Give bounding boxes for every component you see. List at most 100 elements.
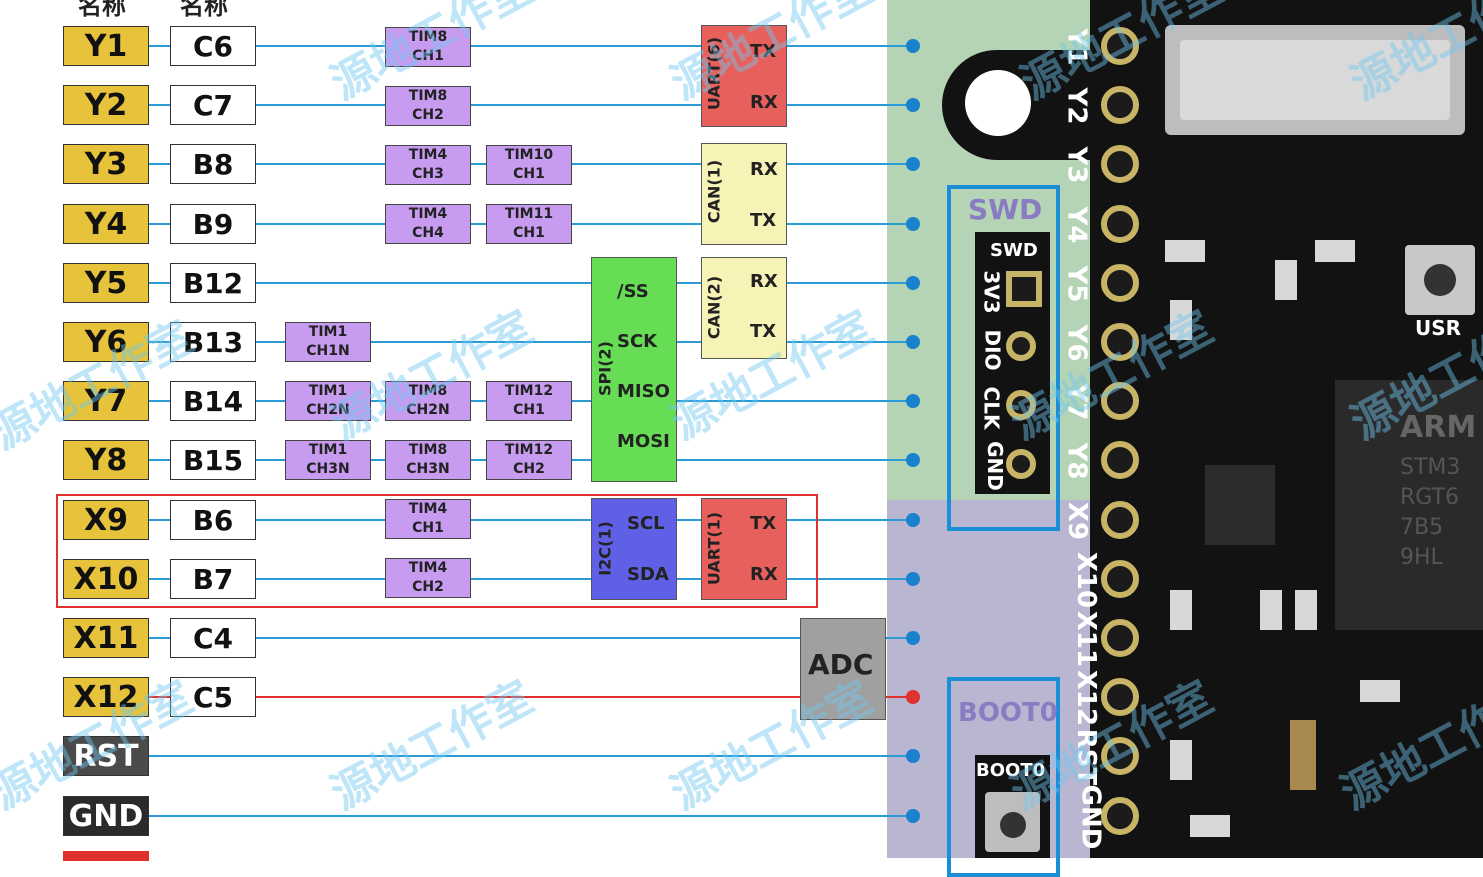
smd-component xyxy=(1165,240,1205,262)
board-pin-name: X11 xyxy=(63,618,149,658)
connection-dot xyxy=(906,453,920,467)
i2c1-sda: SDA xyxy=(627,564,669,585)
swd-pin-gnd: GND xyxy=(982,441,1007,491)
board-pin-label: Y5 xyxy=(1061,265,1092,303)
connection-line xyxy=(149,104,913,106)
can1-label: CAN(1) xyxy=(704,159,724,224)
mcu-chip xyxy=(1335,380,1483,630)
watermark: 源地工作室 xyxy=(323,671,542,821)
header-pad xyxy=(1101,619,1139,657)
chip-text-1: ARM xyxy=(1400,410,1477,445)
mcu-pin-name: C4 xyxy=(170,618,256,658)
mcu-pin-name: C6 xyxy=(170,26,256,66)
connection-dot xyxy=(906,749,920,763)
mcu-pin-name: B9 xyxy=(170,204,256,244)
smd-component xyxy=(1170,590,1192,630)
swd-pad-4 xyxy=(1006,449,1036,479)
mcu-pin-name: B8 xyxy=(170,144,256,184)
swd-box xyxy=(947,185,1060,531)
board-pin-name: GND xyxy=(63,796,149,836)
spi2-ss: /SS xyxy=(617,281,649,302)
spi2-miso: MISO xyxy=(617,381,670,402)
chip-text-5: 9HL xyxy=(1400,545,1443,570)
board-pin-name: Y7 xyxy=(63,381,149,421)
smd-component xyxy=(1170,740,1192,780)
connection-dot xyxy=(906,98,920,112)
header-pad xyxy=(1101,737,1139,775)
board-pin-name: Y4 xyxy=(63,204,149,244)
board-pin-label: Y3 xyxy=(1061,146,1092,184)
spi2-block xyxy=(591,257,677,482)
header-pad xyxy=(1101,441,1139,479)
i2c1-block xyxy=(591,498,677,600)
header-pad xyxy=(1101,678,1139,716)
adc-label: ADC xyxy=(808,648,874,681)
vin-label-partial xyxy=(63,851,149,861)
mcu-pin-name: B12 xyxy=(170,263,256,303)
connection-line xyxy=(149,341,913,343)
i2c1-scl: SCL xyxy=(627,513,665,534)
connection-line xyxy=(149,578,913,580)
swd-pin-dio: DIO xyxy=(980,329,1005,371)
connection-dot xyxy=(906,631,920,645)
smd-component xyxy=(1290,720,1316,790)
swd-pin-3v3: 3V3 xyxy=(979,270,1004,314)
swd-pad-1 xyxy=(1006,271,1042,307)
connection-dot xyxy=(906,690,920,704)
smd-component xyxy=(1190,815,1230,837)
chip-text-4: 7B5 xyxy=(1400,515,1444,540)
mcu-pin-name: B15 xyxy=(170,440,256,480)
smd-component xyxy=(1260,590,1282,630)
connection-dot xyxy=(906,572,920,586)
header-pad xyxy=(1101,27,1139,65)
can2-block xyxy=(701,257,787,359)
board-pin-label: Y8 xyxy=(1061,442,1092,480)
connection-line xyxy=(149,696,913,698)
can2-label: CAN(2) xyxy=(704,275,724,340)
header-pad xyxy=(1101,560,1139,598)
swd-silk: SWD xyxy=(990,240,1038,261)
header-pad xyxy=(1101,86,1139,124)
boot0-button-knob xyxy=(1000,812,1026,838)
spi2-label: SPI(2) xyxy=(595,341,615,396)
mcu-pin-name: B7 xyxy=(170,559,256,599)
header-pad xyxy=(1101,382,1139,420)
highlight-x9-x10 xyxy=(56,494,818,608)
board-pin-name: X9 xyxy=(63,500,149,540)
uart1-rx: RX xyxy=(750,564,778,585)
uart6-tx: TX xyxy=(750,41,777,62)
smd-component xyxy=(1360,680,1400,702)
uart1-block xyxy=(701,498,787,600)
connection-dot xyxy=(906,276,920,290)
board-pin-label: X10 xyxy=(1071,551,1102,609)
swd-pad-2 xyxy=(1006,331,1036,361)
small-chip xyxy=(1205,465,1275,545)
swd-label: SWD xyxy=(968,193,1043,226)
connection-dot xyxy=(906,513,920,527)
spi2-sck: SCK xyxy=(617,331,658,352)
boot0-silk: BOOT0 xyxy=(976,760,1046,781)
smd-component xyxy=(1170,300,1192,340)
mount-hole xyxy=(965,70,1031,136)
connection-dot xyxy=(906,217,920,231)
connection-line xyxy=(149,519,913,521)
header-pad xyxy=(1101,501,1139,539)
uart1-tx: TX xyxy=(750,513,777,534)
smd-component xyxy=(1275,260,1297,300)
board-pin-name: Y3 xyxy=(63,144,149,184)
uart6-rx: RX xyxy=(750,92,778,113)
board-pin-name: X12 xyxy=(63,677,149,717)
watermark: 源地工作室 xyxy=(323,301,542,451)
connection-dot xyxy=(906,809,920,823)
chip-text-3: RGT6 xyxy=(1400,485,1459,510)
